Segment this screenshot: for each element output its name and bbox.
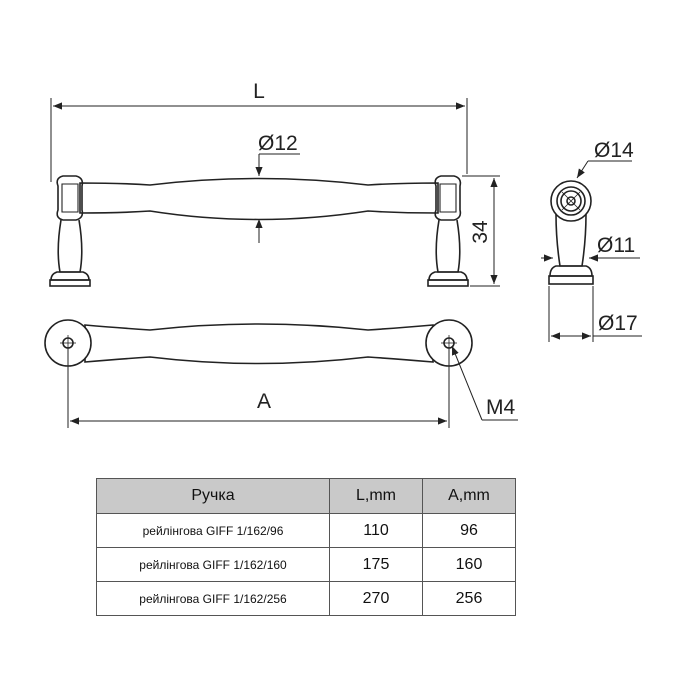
- row-mount-distance: 256: [422, 581, 516, 616]
- table-row: рейлінгова GIFF 1/162/160 175 160: [96, 547, 516, 582]
- technical-drawing: L Ø12 34 A M4: [44, 80, 642, 428]
- height-dimension: [462, 175, 500, 287]
- row-length: 110: [329, 513, 423, 548]
- row-length: 270: [329, 581, 423, 616]
- row-mount-distance: 160: [422, 547, 516, 582]
- left-post: [49, 175, 91, 287]
- top-view: [44, 319, 473, 367]
- cap-diameter-dimension: [576, 160, 632, 179]
- spec-table: Ручка L,mm A,mm рейлінгова GIFF 1/162/96…: [96, 478, 516, 616]
- row-name: рейлінгова GIFF 1/162/160: [96, 547, 330, 582]
- row-name: рейлінгова GIFF 1/162/96: [96, 513, 330, 548]
- mid-diameter-label: Ø12: [258, 132, 298, 155]
- row-name: рейлінгова GIFF 1/162/256: [96, 581, 330, 616]
- length-dimension: [50, 98, 468, 182]
- mount-distance-label: A: [257, 390, 271, 413]
- table-row: рейлінгова GIFF 1/162/256 270 256: [96, 581, 516, 616]
- mid-diameter-dimension: [255, 153, 300, 243]
- base-diameter-dimension: [548, 286, 642, 342]
- thread-label: M4: [486, 396, 515, 419]
- table-row: рейлінгова GIFF 1/162/96 110 96: [96, 513, 516, 548]
- right-post: [427, 175, 469, 287]
- handle-bar-top: [84, 323, 434, 365]
- front-view: [49, 175, 469, 287]
- table-header-row: Ручка L,mm A,mm: [96, 478, 516, 514]
- header-length: L,mm: [329, 478, 423, 514]
- header-mount-distance: A,mm: [422, 478, 516, 514]
- height-label: 34: [469, 220, 492, 244]
- mount-distance-dimension: [67, 349, 450, 428]
- row-length: 175: [329, 547, 423, 582]
- handle-bar: [79, 177, 439, 221]
- row-mount-distance: 96: [422, 513, 516, 548]
- header-name: Ручка: [96, 478, 330, 514]
- neck-diameter-label: Ø11: [597, 234, 635, 257]
- base-diameter-label: Ø17: [598, 312, 638, 335]
- side-view: [548, 180, 594, 285]
- cap-diameter-label: Ø14: [594, 139, 634, 162]
- length-label: L: [253, 80, 265, 103]
- thread-leader: [451, 345, 518, 421]
